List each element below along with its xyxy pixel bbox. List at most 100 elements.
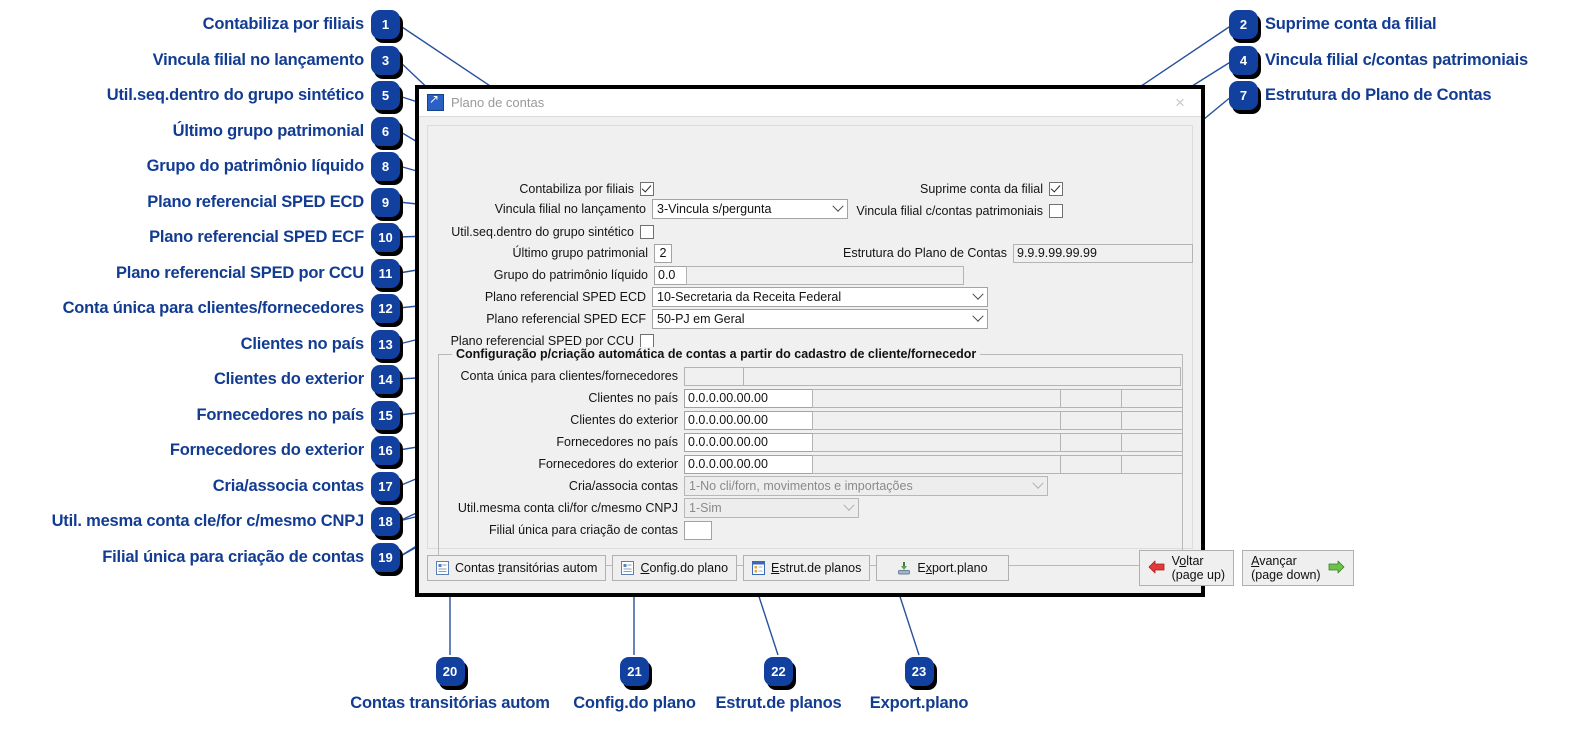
select-value: 3-Vincula s/pergunta [657, 202, 772, 216]
util-seq-dentro-grupo-sintetico-checkbox[interactable] [640, 225, 654, 239]
annotation-label: Cria/associa contas [212, 477, 364, 495]
contabiliza-por-filiais-checkbox[interactable] [640, 182, 654, 196]
conta-unica-fields[interactable] [684, 366, 1181, 386]
fornecedores-no-pais-code-input[interactable]: 0.0.0.00.00.00 [684, 432, 813, 452]
clientes-no-pais-extra1-input[interactable] [1060, 388, 1122, 408]
chevron-down-icon[interactable] [968, 310, 987, 328]
dialog-client-area: Contabiliza por filiais Suprime conta da… [427, 125, 1193, 566]
clientes-no-pais-desc-input[interactable] [812, 388, 1061, 408]
fornecedores-no-pais-fields[interactable]: 0.0.0.00.00.00 [684, 432, 1183, 452]
annotation-badge: 6 [371, 117, 400, 146]
chevron-down-icon[interactable] [968, 288, 987, 306]
clientes-do-exterior-extra1-input[interactable] [1060, 410, 1122, 430]
conta-unica-desc-input[interactable] [743, 366, 1181, 386]
annotation-badge: 9 [371, 188, 400, 217]
annotation-label: Plano referencial SPED ECD [147, 193, 364, 211]
clientes-do-exterior-fields[interactable]: 0.0.0.00.00.00 [684, 410, 1183, 430]
arrow-left-red-icon [1148, 560, 1165, 577]
cria-associa-contas-select[interactable]: 1-No cli/forn, movimentos e importações [684, 476, 1048, 496]
estrut-de-planos-button[interactable]: Estrut.de planos [743, 555, 871, 581]
button-label: Avançar (page down) [1251, 554, 1321, 582]
annotation-label: Export.plano [869, 694, 969, 712]
grupo-patrimonio-liquido-fields[interactable]: 0.0 [654, 265, 964, 285]
fornecedores-do-exterior-extra2-input[interactable] [1121, 454, 1183, 474]
annotation-label: Fornecedores do exterior [169, 441, 364, 459]
annotation-label: Vincula filial no lançamento [152, 51, 365, 69]
fornecedores-no-pais-desc-input[interactable] [812, 432, 1061, 452]
clientes-do-exterior-code-input[interactable]: 0.0.0.00.00.00 [684, 410, 813, 430]
annotation-label: Vincula filial c/contas patrimoniais [1265, 51, 1528, 69]
clientes-no-pais-code-input[interactable]: 0.0.0.00.00.00 [684, 388, 813, 408]
annotation-label: Clientes do exterior [213, 370, 364, 388]
ultimo-grupo-patrimonial-input[interactable]: 2 [654, 243, 672, 263]
annotation-17: Cria/associa contas 17 [213, 472, 400, 501]
chevron-down-icon[interactable] [839, 499, 858, 517]
annotation-label: Plano referencial SPED ECF [149, 228, 364, 246]
field-label: Fornecedores do exterior [538, 457, 678, 471]
window-title: Plano de contas [451, 95, 545, 110]
annotation-badge: 1 [371, 10, 400, 39]
close-icon[interactable]: × [1175, 92, 1185, 112]
plano-referencial-sped-ecd-select[interactable]: 10-Secretaria da Receita Federal [652, 287, 988, 307]
contas-transitorias-autom-button[interactable]: Contas transitórias autom [427, 555, 607, 581]
field-fornecedores-do-exterior: Fornecedores do exterior 0.0.0.00.00.00 [428, 454, 1183, 474]
grupo-patrimonio-liquido-desc-input[interactable] [686, 265, 964, 285]
clientes-no-pais-fields[interactable]: 0.0.0.00.00.00 [684, 388, 1183, 408]
annotation-badge: 17 [371, 472, 400, 501]
fornecedores-do-exterior-fields[interactable]: 0.0.0.00.00.00 [684, 454, 1183, 474]
suprime-conta-da-filial-checkbox[interactable] [1049, 182, 1063, 196]
fornecedores-do-exterior-desc-input[interactable] [812, 454, 1061, 474]
field-cria-associa-contas: Cria/associa contas 1-No cli/forn, movim… [428, 476, 1048, 496]
fornecedores-no-pais-extra2-input[interactable] [1121, 432, 1183, 452]
field-estrutura-plano-de-contas: Estrutura do Plano de Contas 9.9.9.99.99… [758, 243, 1193, 263]
voltar-button[interactable]: Voltar (page up) [1138, 550, 1235, 586]
fornecedores-no-pais-extra1-input[interactable] [1060, 432, 1122, 452]
field-clientes-no-pais: Clientes no país 0.0.0.00.00.00 [428, 388, 1183, 408]
annotation-badge: 21 [620, 657, 649, 686]
clientes-do-exterior-desc-input[interactable] [812, 410, 1061, 430]
annotation-badge: 20 [435, 657, 465, 686]
avancar-button[interactable]: Avançar (page down) [1242, 550, 1354, 586]
annotation-label: Contabiliza por filiais [202, 15, 365, 33]
field-label: Plano referencial SPED ECD [484, 290, 646, 304]
export-plano-button[interactable]: Export.plano [876, 555, 1009, 581]
clientes-no-pais-extra2-input[interactable] [1121, 388, 1183, 408]
fornecedores-do-exterior-extra1-input[interactable] [1060, 454, 1122, 474]
config-do-plano-button[interactable]: Config.do plano [612, 555, 738, 581]
field-fornecedores-no-pais: Fornecedores no país 0.0.0.00.00.00 [428, 432, 1183, 452]
estrutura-plano-de-contas-input[interactable]: 9.9.9.99.99.99 [1013, 243, 1193, 263]
annotation-badge: 10 [371, 223, 400, 252]
plano-referencial-sped-ecf-select[interactable]: 50-PJ em Geral [652, 309, 988, 329]
clientes-do-exterior-extra2-input[interactable] [1121, 410, 1183, 430]
annotation-badge: 7 [1229, 81, 1258, 110]
fornecedores-do-exterior-code-input[interactable]: 0.0.0.00.00.00 [684, 454, 813, 474]
annotation-badge: 3 [371, 46, 400, 75]
grid-window-icon [752, 561, 766, 575]
annotation-label: Grupo do patrimônio líquido [146, 157, 365, 175]
vincula-filial-no-lancamento-select[interactable]: 3-Vincula s/pergunta [652, 199, 848, 219]
chevron-down-icon[interactable] [1028, 477, 1047, 495]
annotation-badge: 22 [764, 657, 793, 686]
annotation-label: Filial única para criação de contas [102, 548, 364, 566]
grupo-patrimonio-liquido-code-input[interactable]: 0.0 [654, 265, 687, 285]
util-mesma-conta-select[interactable]: 1-Sim [684, 498, 859, 518]
annotation-label: Fornecedores no país [196, 406, 365, 424]
annotation-badge: 11 [371, 259, 400, 288]
select-value: 1-Sim [689, 501, 722, 515]
title-bar[interactable]: Plano de contas × [419, 89, 1201, 117]
field-label: Util.mesma conta cli/for c/mesmo CNPJ [457, 501, 678, 515]
conta-unica-code-input[interactable] [684, 366, 744, 386]
groupbox-title: Configuração p/criação automática de con… [452, 347, 981, 361]
plano-referencial-sped-por-ccu-checkbox[interactable] [640, 334, 654, 348]
annotation-badge: 8 [371, 152, 400, 181]
vincula-filial-contas-patrimoniais-checkbox[interactable] [1049, 204, 1063, 218]
button-label: Estrut.de planos [771, 561, 862, 575]
annotation-label: Contas transitórias autom [350, 694, 550, 712]
annotation-badge: 2 [1229, 10, 1258, 39]
button-label: Config.do plano [640, 561, 729, 575]
filial-unica-input[interactable] [684, 520, 712, 540]
field-label: Contabiliza por filiais [519, 182, 634, 196]
